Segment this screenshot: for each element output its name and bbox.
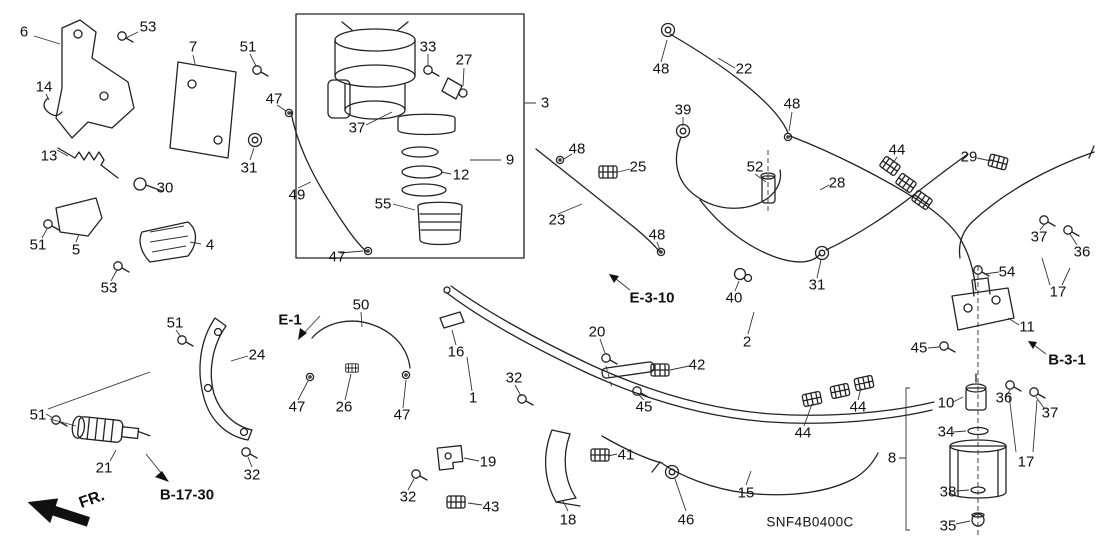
part-number-10: 10 — [937, 394, 955, 412]
part-number-48: 48 — [648, 226, 666, 244]
part-number-21: 21 — [95, 459, 113, 477]
part-number-4: 4 — [205, 236, 215, 254]
damper-and-bracket-drawing — [47, 317, 581, 507]
part-number-32: 32 — [505, 369, 523, 387]
part-number-53: 53 — [139, 18, 157, 36]
fr-arrow — [27, 498, 90, 527]
part-number-51: 51 — [29, 236, 47, 254]
part-number-26: 26 — [335, 398, 353, 416]
part-number-24: 24 — [248, 346, 266, 364]
part-number-38: 38 — [939, 483, 957, 501]
part-number-3: 3 — [540, 94, 550, 112]
pipes-drawing — [290, 33, 1095, 496]
part-number-19: 19 — [479, 453, 497, 471]
part-number-30: 30 — [156, 179, 174, 197]
part-number-31: 31 — [808, 276, 826, 294]
part-number-11: 11 — [1019, 318, 1035, 336]
ref-label-e-1: E-1 — [278, 311, 302, 329]
part-number-54: 54 — [998, 263, 1016, 281]
part-number-13: 13 — [40, 147, 58, 165]
part-number-12: 12 — [452, 166, 470, 184]
part-number-34: 34 — [937, 423, 955, 441]
part-number-36: 36 — [995, 389, 1013, 407]
part-number-32: 32 — [243, 466, 261, 484]
part-number-20: 20 — [588, 323, 606, 341]
mount-bracket-drawing — [43, 19, 269, 192]
part-number-52: 52 — [746, 158, 764, 176]
part-number-6: 6 — [19, 23, 29, 41]
leader-lines — [33, 31, 1078, 525]
part-number-15: 15 — [737, 484, 755, 502]
part-number-33: 33 — [419, 38, 437, 56]
part-number-44: 44 — [888, 141, 906, 159]
part-number-51: 51 — [166, 314, 184, 332]
part-number-7: 7 — [188, 38, 198, 56]
reference-arrows — [145, 274, 1047, 482]
part-number-37: 37 — [1041, 404, 1059, 422]
part-number-1: 1 — [468, 389, 478, 407]
part-number-35: 35 — [939, 517, 957, 535]
part-number-45: 45 — [635, 398, 653, 416]
part-number-48: 48 — [568, 140, 586, 158]
canister-assembly-drawing — [899, 257, 1071, 536]
part-number-49: 49 — [288, 186, 306, 204]
part-number-55: 55 — [374, 195, 392, 213]
part-number-42: 42 — [688, 356, 706, 374]
part-number-28: 28 — [828, 174, 846, 192]
part-number-41: 41 — [617, 446, 635, 464]
part-number-22: 22 — [735, 60, 753, 78]
part-number-8: 8 — [887, 449, 897, 467]
part-number-39: 39 — [674, 101, 692, 119]
part-number-40: 40 — [725, 289, 743, 307]
part-number-17: 17 — [1049, 283, 1067, 301]
part-number-45: 45 — [910, 339, 928, 357]
part-number-47: 47 — [265, 90, 283, 108]
part-number-51: 51 — [29, 406, 47, 424]
part-number-48: 48 — [783, 95, 801, 113]
part-number-50: 50 — [352, 296, 370, 314]
ref-label-e-3-10: E-3-10 — [629, 289, 675, 307]
part-number-16: 16 — [447, 343, 465, 361]
part-number-5: 5 — [71, 241, 81, 259]
ref-label-b-17-30: B-17-30 — [159, 486, 215, 504]
part-number-2: 2 — [742, 333, 752, 351]
part-number-44: 44 — [794, 424, 812, 442]
fasteners-drawing — [51, 22, 1080, 509]
fuel-pump-assembly-box — [295, 13, 525, 259]
part-number-51: 51 — [239, 38, 257, 56]
part-number-9: 9 — [505, 151, 515, 169]
part-number-25: 25 — [629, 158, 647, 176]
part-number-32: 32 — [399, 488, 417, 506]
part-number-44: 44 — [849, 398, 867, 416]
part-number-47: 47 — [393, 406, 411, 424]
part-number-29: 29 — [960, 148, 978, 166]
part-number-53: 53 — [100, 279, 118, 297]
part-number-37: 37 — [1030, 228, 1048, 246]
part-number-47: 47 — [328, 248, 346, 266]
part-number-14: 14 — [35, 78, 53, 96]
diagram-code: SNF4B0400C — [766, 514, 854, 530]
part-number-31: 31 — [240, 159, 258, 177]
part-number-48: 48 — [652, 60, 670, 78]
part-number-27: 27 — [455, 51, 473, 69]
part-number-43: 43 — [482, 498, 500, 516]
part-number-36: 36 — [1073, 243, 1091, 261]
part-number-17: 17 — [1017, 453, 1035, 471]
ref-label-b-3-1: B-3-1 — [1048, 351, 1086, 369]
guard-plates-drawing — [43, 197, 197, 273]
part-number-37: 37 — [348, 119, 366, 137]
part-number-46: 46 — [677, 511, 695, 529]
part-number-18: 18 — [559, 511, 577, 529]
part-number-47: 47 — [288, 398, 306, 416]
part-number-23: 23 — [548, 211, 566, 229]
